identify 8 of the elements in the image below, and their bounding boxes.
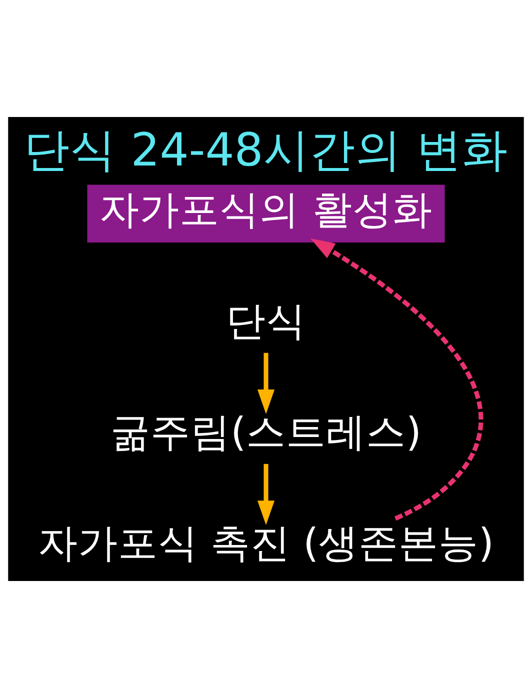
arrow — [310, 238, 484, 521]
diagram-title: 단식 24-48시간의 변화 — [24, 124, 508, 177]
node-text: 자가포식 촉진 (생존본능) — [38, 520, 494, 566]
arrow — [257, 464, 275, 526]
node-box: 자가포식의 활성화 — [87, 184, 445, 242]
node-text: 굶주림(스트레스) — [110, 409, 422, 456]
arrow — [257, 352, 275, 414]
node-text: 단식 — [226, 298, 306, 344]
